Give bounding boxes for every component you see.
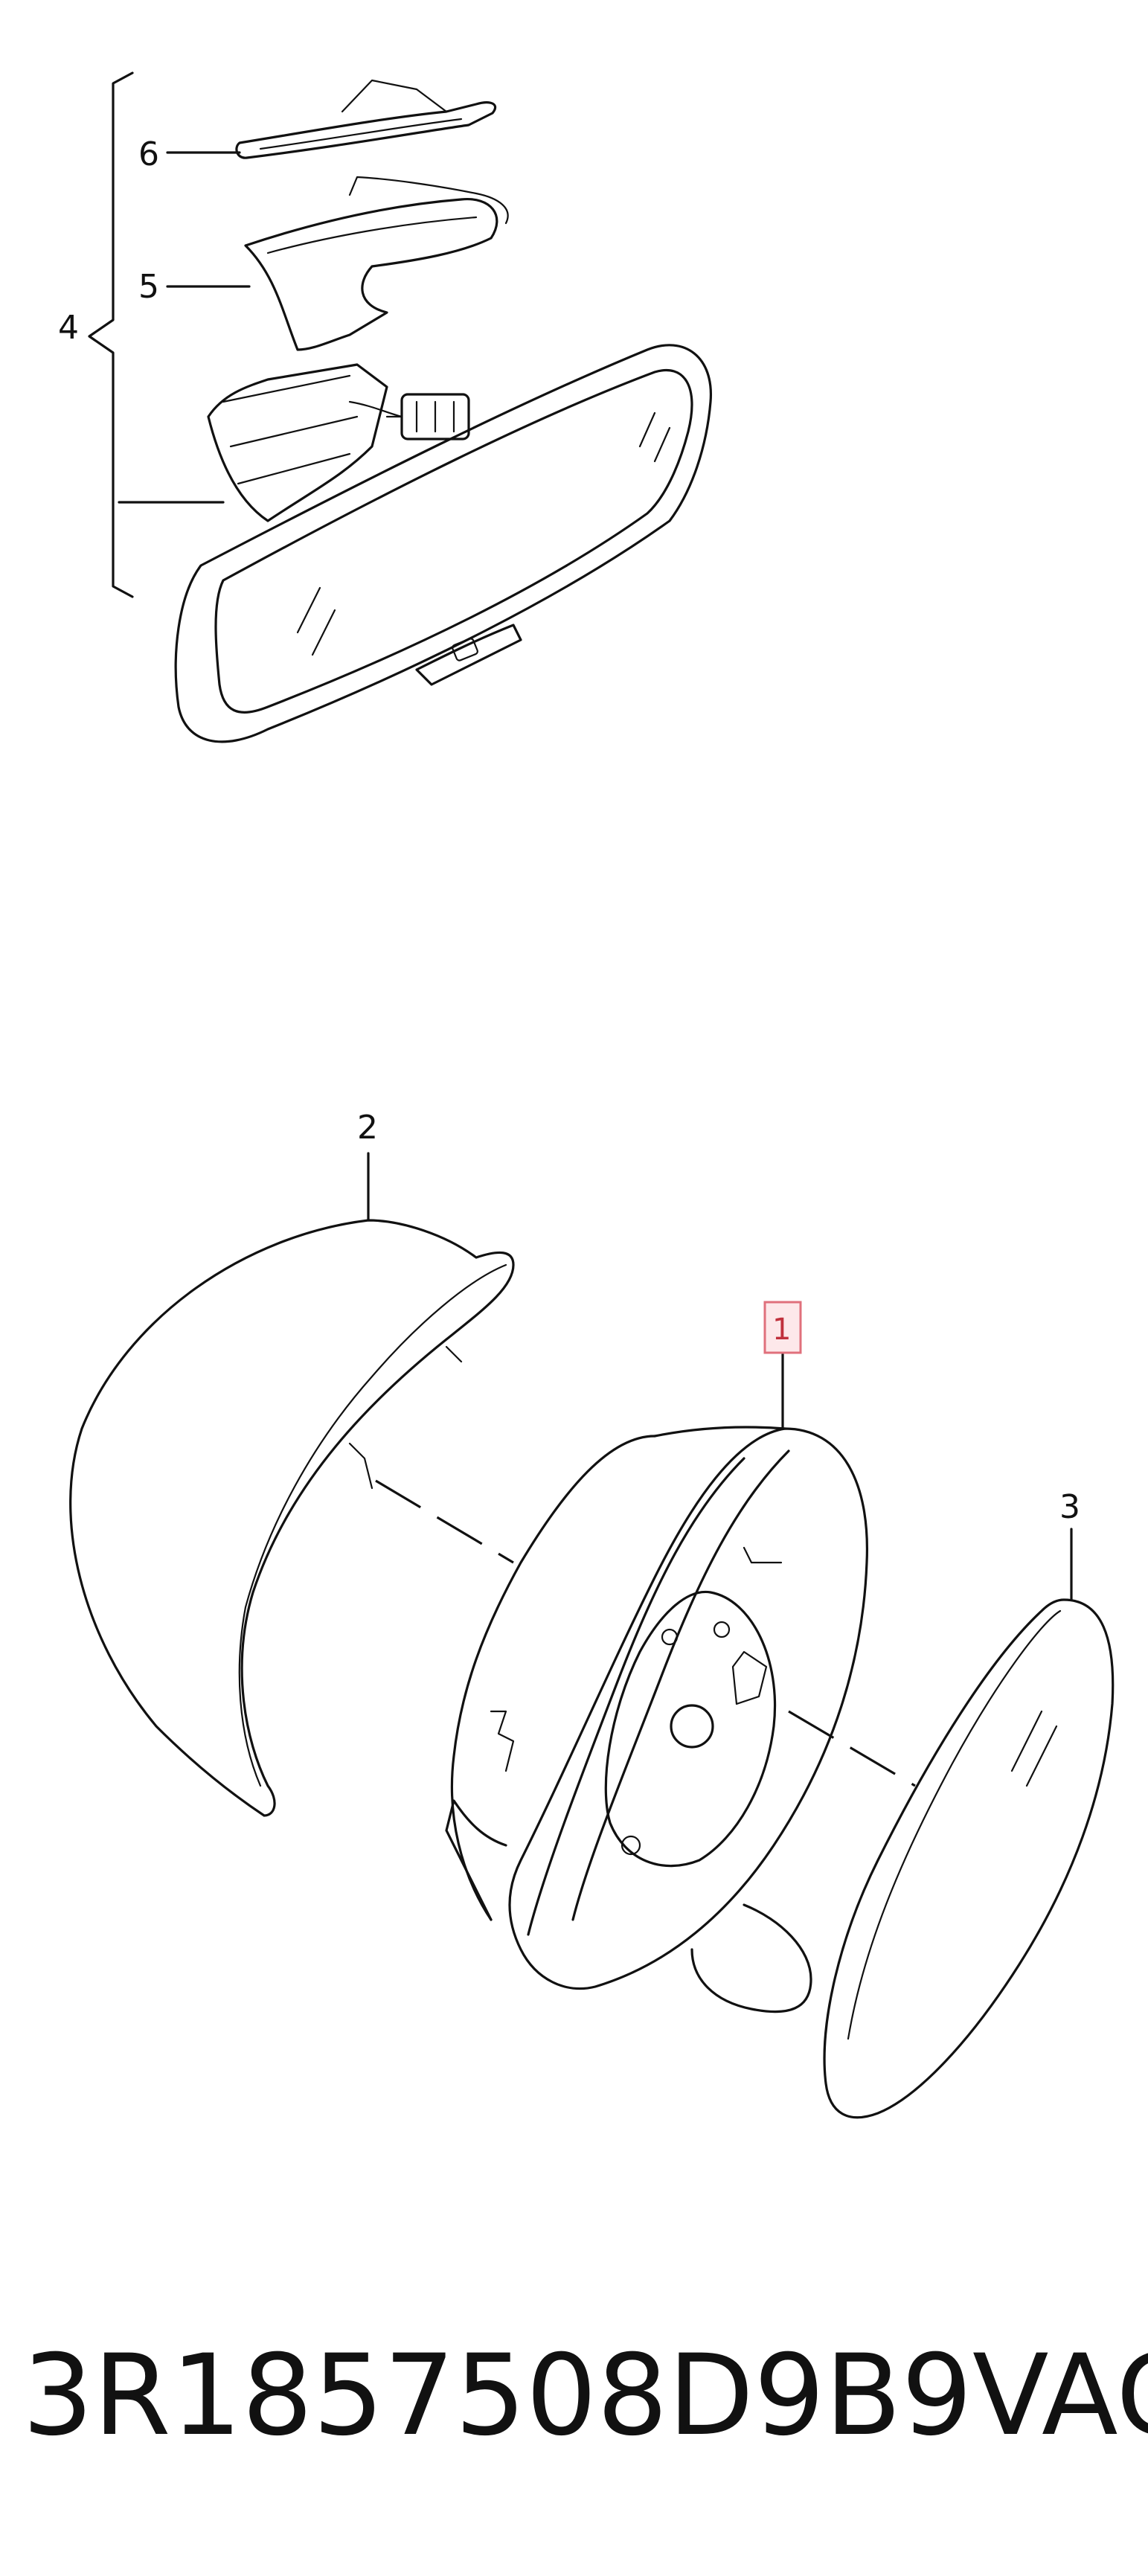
part-6-trim-strip <box>235 101 497 159</box>
footer-caption: 3R1857508D9B9 VAG <box>22 2322 1148 2470</box>
group-bracket <box>88 71 134 598</box>
callout-2: 2 <box>357 1109 378 1147</box>
callout-5: 5 <box>138 268 159 306</box>
part-number: 3R1857508D9B9 <box>22 2331 972 2461</box>
callout-1: 1 <box>772 1313 791 1347</box>
brand-name: VAG <box>972 2331 1148 2461</box>
interior-mirror-body <box>174 344 712 743</box>
exterior-mirror-group: 2 1 3 <box>69 1109 1115 2119</box>
housing-mount-plate <box>604 1590 777 1868</box>
mirror-base-housing <box>207 363 388 522</box>
mirror-buttons <box>415 624 522 686</box>
callout-1-highlight: 1 <box>763 1301 802 1354</box>
part-2-mirror-cap <box>69 1219 515 1817</box>
callout-4: 4 <box>58 309 79 347</box>
part-5-cover <box>244 198 498 351</box>
interior-mirror-group: 6 5 4 <box>58 71 712 743</box>
callout-6: 6 <box>138 135 159 173</box>
part-1-housing <box>508 1427 869 1990</box>
callout-3: 3 <box>1059 1488 1080 1526</box>
part-3-mirror-glass <box>823 1598 1115 2119</box>
